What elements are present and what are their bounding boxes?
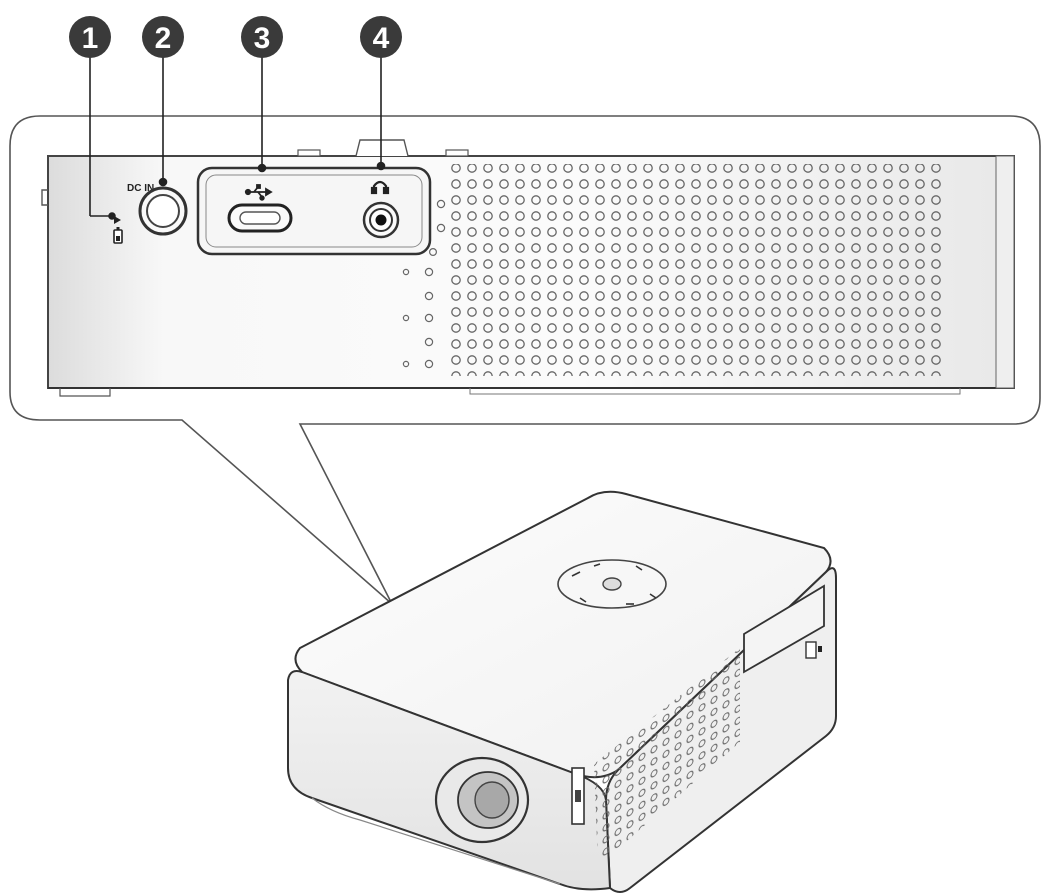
callout-1-number: 1 [82,22,99,55]
callout-4: 4 [360,16,402,58]
headphone-icon [370,180,390,195]
callout-2-number: 2 [155,22,172,55]
control-pad [557,559,667,609]
callout-2: 2 [142,16,184,58]
projector-body [287,490,837,893]
side-port-cover [743,584,825,674]
callout-3-number: 3 [254,22,271,55]
headphone-jack [362,201,400,239]
focus-slider [571,767,585,825]
callout-leaders [89,56,386,220]
speaker-grille [448,164,944,376]
callout-3: 3 [241,16,283,58]
usb-port [227,203,293,233]
callout-1: 1 [69,16,111,58]
projector-lens [434,756,530,844]
callout-4-number: 4 [373,22,390,55]
rear-panel: DC IN [41,139,1015,397]
dc-in-port [138,186,188,236]
usb-icon [244,184,273,201]
charging-indicator-icon [113,216,123,244]
dc-in-label: DC IN [127,183,154,194]
side-vent-grille [594,648,740,866]
grille-edge-holes [402,199,446,369]
